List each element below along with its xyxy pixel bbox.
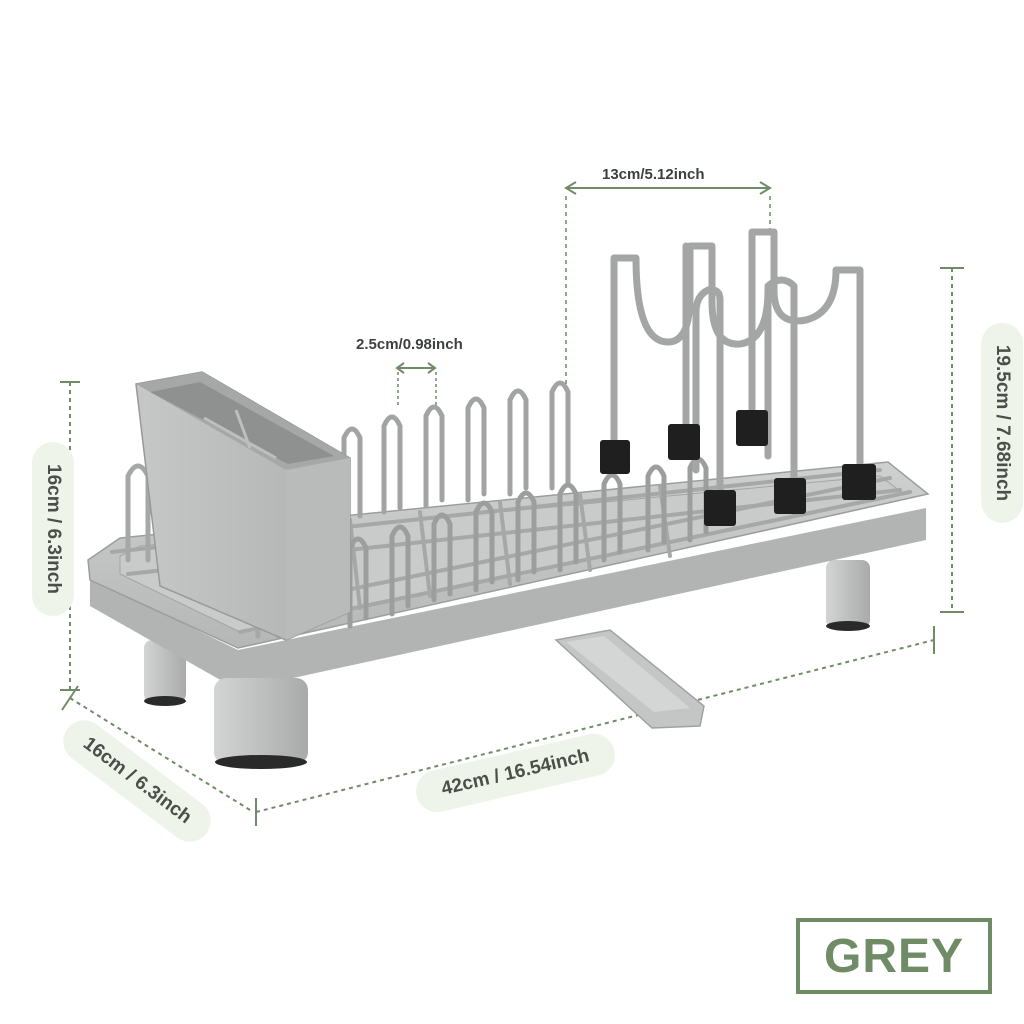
color-label: GREY bbox=[823, 929, 965, 983]
leg-front-left bbox=[214, 678, 308, 764]
lid-holders bbox=[610, 228, 864, 516]
tray-front-face bbox=[90, 508, 926, 690]
leg-back-right bbox=[826, 560, 870, 628]
leg-back-left bbox=[144, 640, 186, 702]
holder-spacing-label: 13cm/5.12inch bbox=[602, 166, 705, 183]
front-height-label: 16cm / 6.3inch bbox=[31, 442, 74, 616]
utensil-cup bbox=[135, 371, 351, 641]
plate-arches-back bbox=[341, 380, 571, 523]
total-height-label: 19.5cm / 7.68inch bbox=[981, 322, 1024, 524]
lid-holder-clips bbox=[600, 410, 876, 526]
color-badge: GREY bbox=[796, 918, 992, 994]
slot-gap-label: 2.5cm/0.98inch bbox=[356, 336, 463, 353]
